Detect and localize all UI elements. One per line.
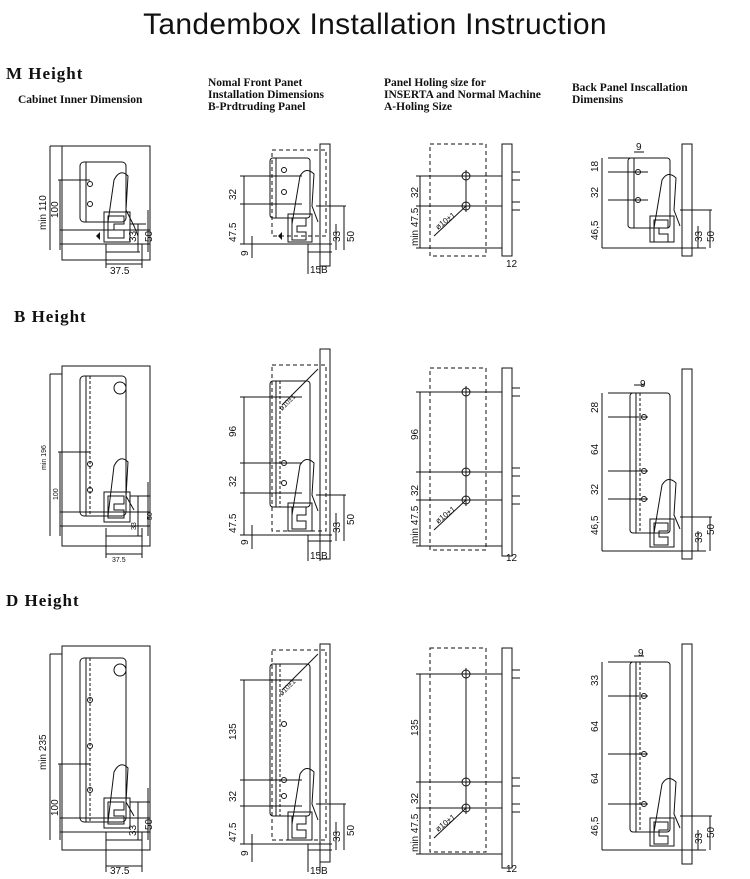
b-back-9-label: 9 xyxy=(640,379,646,390)
m-back-46-5-label: 46,5 xyxy=(590,220,601,240)
b-holing-diagram: 96 32 min 47.5 ø10±1 12 xyxy=(410,367,520,564)
d-back-50-label: 50 xyxy=(706,826,717,838)
b-back-28-label: 28 xyxy=(590,401,601,413)
b-back-46-5-label: 46,5 xyxy=(590,515,601,535)
m-holing-diagram: 32 min 47.5 ø10±1 12 xyxy=(410,143,520,270)
d-front-diameter-label: ø10±1 xyxy=(278,678,297,697)
header-cabinet-inner-dimension: Cabinet Inner Dimension xyxy=(18,94,143,106)
header-front-panel-installation: Nomal Front Panet Installation Dimension… xyxy=(208,77,324,113)
b-front-9-label: 9 xyxy=(240,539,251,545)
section-m-height: M Height xyxy=(6,64,84,83)
d-hole-diameter-label: ø10±1 xyxy=(434,812,458,833)
m-37-5-label: 37.5 xyxy=(110,266,130,277)
d-back-33-top-label: 33 xyxy=(590,674,601,686)
b-100-label: 100 xyxy=(53,488,60,500)
d-cabinet-diagram: min 235 100 33 50 37.5 xyxy=(38,645,155,877)
m-front-panel-diagram: 32 47.5 9 33 50 15 B xyxy=(228,143,357,276)
m-cabinet-diagram: min 110 100 33 50 37.5 xyxy=(38,145,155,277)
m-50-label: 50 xyxy=(144,230,155,242)
d-hole-135-label: 135 xyxy=(410,719,421,736)
page-title: Tandembox Installation Instruction xyxy=(143,8,607,41)
b-front-96-label: 96 xyxy=(228,425,239,437)
d-back-panel-diagram: 9 33 64 64 46,5 33 50 xyxy=(590,643,717,865)
d-back-46-5-label: 46,5 xyxy=(590,816,601,836)
b-front-panel-diagram: ø10±1 96 32 47.5 9 33 50 15 B xyxy=(228,348,357,562)
b-33-label: 33 xyxy=(131,522,138,530)
b-50-label: 50 xyxy=(147,512,154,520)
d-front-47-5-label: 47.5 xyxy=(228,822,239,842)
m-front-9-label: 9 xyxy=(240,250,251,256)
m-back-32-label: 32 xyxy=(590,186,601,198)
d-min-height-label: min 235 xyxy=(38,734,49,770)
b-hole-12-label: 12 xyxy=(506,553,518,564)
m-front-b-label: B xyxy=(321,265,328,276)
b-back-panel-diagram: 9 28 64 32 46,5 33 50 xyxy=(590,368,717,560)
m-back-18-label: 18 xyxy=(590,160,601,172)
d-front-32-label: 32 xyxy=(228,790,239,802)
m-front-15-label: 15 xyxy=(310,265,322,276)
b-front-50-label: 50 xyxy=(346,513,357,525)
b-back-33-label: 33 xyxy=(694,531,705,543)
m-min-height-label: min 110 xyxy=(38,195,49,230)
b-front-32-label: 32 xyxy=(228,475,239,487)
d-front-panel-diagram: ø10±1 135 32 47.5 9 33 50 15 B xyxy=(228,643,357,877)
b-front-b-label: B xyxy=(321,551,328,562)
d-hole-32-label: 32 xyxy=(410,792,421,804)
d-front-b-label: B xyxy=(321,866,328,877)
d-front-9-label: 9 xyxy=(240,850,251,856)
b-cabinet-diagram: min 196 100 33 50 37.5 xyxy=(41,365,154,564)
d-37-5-label: 37.5 xyxy=(110,866,130,877)
m-33-label: 33 xyxy=(128,230,139,242)
m-front-33-label: 33 xyxy=(332,230,343,242)
d-front-15-label: 15 xyxy=(310,866,322,877)
m-back-33-label: 33 xyxy=(694,230,705,242)
d-front-50-label: 50 xyxy=(346,824,357,836)
d-hole-12-label: 12 xyxy=(506,864,518,875)
m-front-47-5-label: 47.5 xyxy=(228,222,239,242)
d-back-64-lower-label: 64 xyxy=(590,772,601,784)
d-holing-diagram: 135 32 min 47.5 ø10±1 12 xyxy=(410,647,520,875)
section-b-height: B Height xyxy=(14,307,87,326)
m-back-50-label: 50 xyxy=(706,230,717,242)
b-front-diameter-label: ø10±1 xyxy=(278,393,297,412)
m-100-label: 100 xyxy=(50,201,61,218)
m-hole-diameter-label: ø10±1 xyxy=(434,210,458,231)
d-hole-47-5-label: min 47.5 xyxy=(410,813,421,852)
d-back-64-upper-label: 64 xyxy=(590,720,601,732)
m-front-50-label: 50 xyxy=(346,230,357,242)
b-hole-96-label: 96 xyxy=(410,428,421,440)
b-37-5-label: 37.5 xyxy=(112,557,126,564)
d-back-9-label: 9 xyxy=(638,648,644,659)
d-33-label: 33 xyxy=(128,824,139,836)
b-hole-47-5-label: min 47.5 xyxy=(410,505,421,544)
b-back-32-label: 32 xyxy=(590,483,601,495)
d-back-33-label: 33 xyxy=(694,832,705,844)
d-front-33-label: 33 xyxy=(332,830,343,842)
b-hole-32-label: 32 xyxy=(410,484,421,496)
b-min-height-label: min 196 xyxy=(41,445,48,470)
section-d-height: D Height xyxy=(6,591,80,610)
m-front-32-label: 32 xyxy=(228,188,239,200)
d-100-label: 100 xyxy=(50,799,61,816)
b-back-50-label: 50 xyxy=(706,523,717,535)
m-hole-47-5-label: min 47.5 xyxy=(410,207,421,246)
header-back-panel-installation: Back Panel Inscallation Dimensins xyxy=(572,82,688,106)
m-back-panel-diagram: 9 18 32 46,5 33 50 xyxy=(590,142,717,257)
d-50-label: 50 xyxy=(144,818,155,830)
m-hole-32-label: 32 xyxy=(410,186,421,198)
b-front-33-label: 33 xyxy=(332,521,343,533)
m-back-9-label: 9 xyxy=(636,142,642,153)
b-back-64-label: 64 xyxy=(590,443,601,455)
m-hole-12-label: 12 xyxy=(506,259,518,270)
d-front-135-label: 135 xyxy=(228,723,239,740)
b-hole-diameter-label: ø10±1 xyxy=(434,504,458,525)
b-front-47-5-label: 47.5 xyxy=(228,513,239,533)
header-panel-holing-size: Panel Holing size for INSERTA and Normal… xyxy=(384,77,541,113)
b-front-15-label: 15 xyxy=(310,551,322,562)
